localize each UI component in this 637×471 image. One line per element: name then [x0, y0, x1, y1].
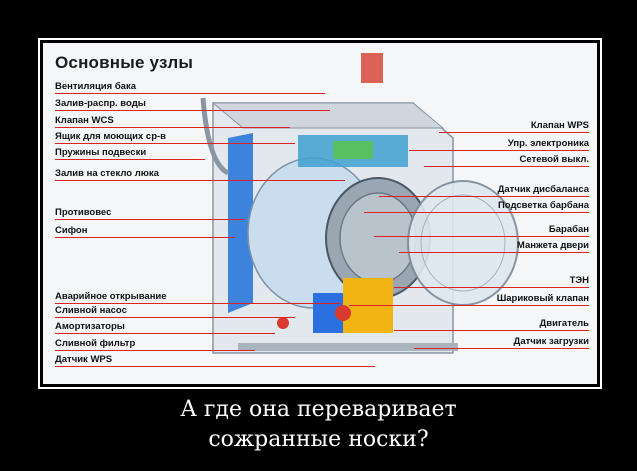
leader-line	[349, 305, 589, 306]
label-water-fill-distribution: Залив-распр. воды	[55, 98, 146, 109]
leader-line	[399, 252, 589, 253]
leader-line	[55, 127, 290, 128]
label-drum-lighting: Подсветка барбана	[497, 200, 589, 211]
label-tank-ventilation: Вентиляция бака	[55, 81, 137, 92]
label-siphon: Сифон	[55, 225, 88, 236]
poster-frame	[38, 38, 602, 389]
label-drain-pump: Сливной насос	[55, 305, 127, 316]
label-wcs-valve: Клапан WCS	[55, 115, 114, 126]
leader-line	[394, 330, 589, 331]
label-emergency-opening: Аварийное открывание	[55, 291, 167, 302]
leader-line	[55, 333, 275, 334]
diagram-title: Основные узлы	[55, 53, 194, 72]
label-drain-filter: Сливной фильтр	[55, 338, 136, 349]
leader-line	[55, 93, 325, 94]
leader-line	[424, 166, 589, 167]
leader-line	[374, 236, 589, 237]
leader-line	[394, 287, 589, 288]
leader-line	[55, 366, 375, 367]
leader-line	[55, 350, 255, 351]
caption-line-1: А где она переваривает	[180, 397, 457, 422]
label-heating-element: ТЭН	[569, 275, 589, 286]
label-suspension-springs: Пружины подвески	[55, 147, 147, 158]
label-power-switch: Сетевой выкл.	[519, 154, 589, 165]
label-door-seal: Манжета двери	[516, 240, 589, 251]
leader-line	[55, 159, 205, 160]
label-door-glass-fill: Залив на стекло люка	[55, 168, 159, 179]
caption-line-2: сожранные носки?	[208, 427, 429, 452]
label-load-sensor: Датчик загрузки	[513, 336, 589, 347]
leader-line	[55, 180, 345, 181]
leader-line	[55, 219, 245, 220]
label-counterweight: Противовес	[55, 207, 112, 218]
leader-line	[414, 348, 589, 349]
label-motor: Двигатель	[539, 318, 590, 329]
leader-line	[55, 143, 295, 144]
leader-line	[55, 303, 340, 304]
label-detergent-drawer: Ящик для моющих ср-в	[55, 131, 167, 142]
label-shock-absorbers: Амортизаторы	[55, 321, 125, 332]
label-imbalance-sensor: Датчик дисбаланса	[497, 184, 589, 195]
leader-line	[55, 317, 295, 318]
leader-line	[439, 132, 589, 133]
leader-line	[379, 196, 589, 197]
label-ball-valve: Шариковый клапан	[496, 293, 589, 304]
label-control-electronics: Упр. электроника	[507, 138, 589, 149]
leader-line	[55, 110, 330, 111]
leader-line	[55, 237, 235, 238]
label-wps-valve: Клапан WPS	[530, 120, 589, 131]
label-drum: Барабан	[548, 224, 589, 235]
leader-line	[364, 212, 589, 213]
leader-line	[409, 150, 589, 151]
diagram-panel: Основные узлы Вентиляция бака Залив-расп…	[43, 43, 597, 384]
label-wps-sensor: Датчик WPS	[55, 354, 113, 365]
